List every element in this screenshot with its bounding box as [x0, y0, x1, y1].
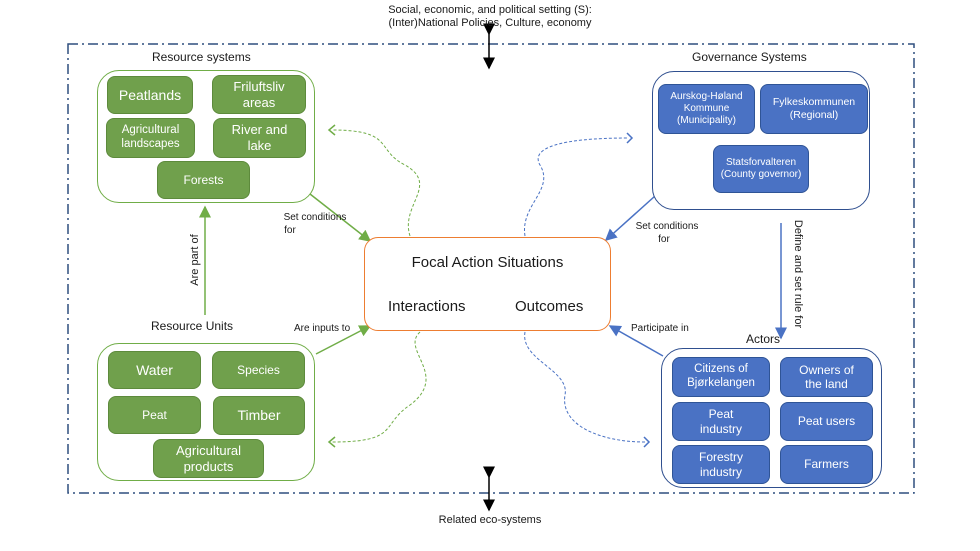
actor-citizens: Citizens of Bjørkelangen — [672, 357, 770, 397]
context-top-line1: Social, economic, and political setting … — [388, 4, 592, 16]
unit-water: Water — [108, 351, 201, 389]
focal-title: Focal Action Situations — [411, 254, 564, 271]
are-inputs-to-arrow — [315, 325, 372, 355]
actor-forestry-industry: Forestry industry — [672, 445, 770, 484]
set-conditions-left-arrow — [309, 193, 372, 242]
focal-outcomes: Outcomes — [515, 298, 584, 315]
set-conditions-right-arrow — [604, 195, 656, 242]
resource-forests: Forests — [157, 161, 250, 199]
focal-interactions: Interactions — [388, 298, 466, 315]
governance-systems-title: Governance Systems — [692, 50, 807, 64]
label-set-conditions-right-1: Set conditions — [635, 221, 699, 232]
label-participate-in: Participate in — [631, 323, 689, 334]
unit-timber: Timber — [213, 396, 305, 435]
unit-species: Species — [212, 351, 305, 389]
resource-agricultural-landscapes: Agricultural landscapes — [106, 118, 195, 158]
label-are-part-of: Are part of — [189, 234, 201, 286]
label-set-conditions-right-2: for — [658, 234, 670, 245]
label-are-inputs-to: Are inputs to — [294, 323, 351, 334]
label-set-conditions-left-2: for — [284, 225, 296, 236]
actor-peat-industry: Peat industry — [672, 402, 770, 441]
context-top-line2: (Inter)National Policies, Culture, econo… — [388, 17, 592, 29]
governance-aurskog-holand: Aurskog-Høland Kommune (Municipality) — [658, 84, 755, 134]
label-set-conditions-left-1: Set conditions — [283, 212, 347, 223]
feedback-curve-bottom-left — [331, 331, 427, 443]
focal-action-situations-box — [364, 237, 611, 331]
actor-owners: Owners of the land — [780, 357, 873, 397]
actors-title: Actors — [746, 332, 781, 346]
feedback-curve-bottom-right — [524, 331, 646, 443]
resource-friluftsliv: Friluftsliv areas — [212, 75, 306, 114]
label-define-rules: Define and set rule for — [792, 219, 804, 329]
resource-river-and-lake: River and lake — [213, 118, 306, 158]
governance-fylkeskommunen: Fylkeskommunen (Regional) — [760, 84, 868, 134]
unit-agricultural-products: Agricultural products — [153, 439, 264, 478]
feedback-curve-top-left — [331, 129, 420, 237]
unit-peat: Peat — [108, 396, 201, 434]
actor-peat-users: Peat users — [780, 402, 873, 441]
resource-units-title: Resource Units — [151, 319, 234, 333]
context-bottom: Related eco-systems — [438, 514, 542, 526]
actor-farmers: Farmers — [780, 445, 873, 484]
feedback-curve-top-right — [524, 137, 629, 237]
resource-peatlands: Peatlands — [107, 76, 193, 114]
participate-in-arrow — [608, 325, 664, 357]
resource-systems-title: Resource systems — [152, 50, 251, 64]
governance-statsforvalteren: Statsforvalteren (County governor) — [713, 145, 809, 193]
